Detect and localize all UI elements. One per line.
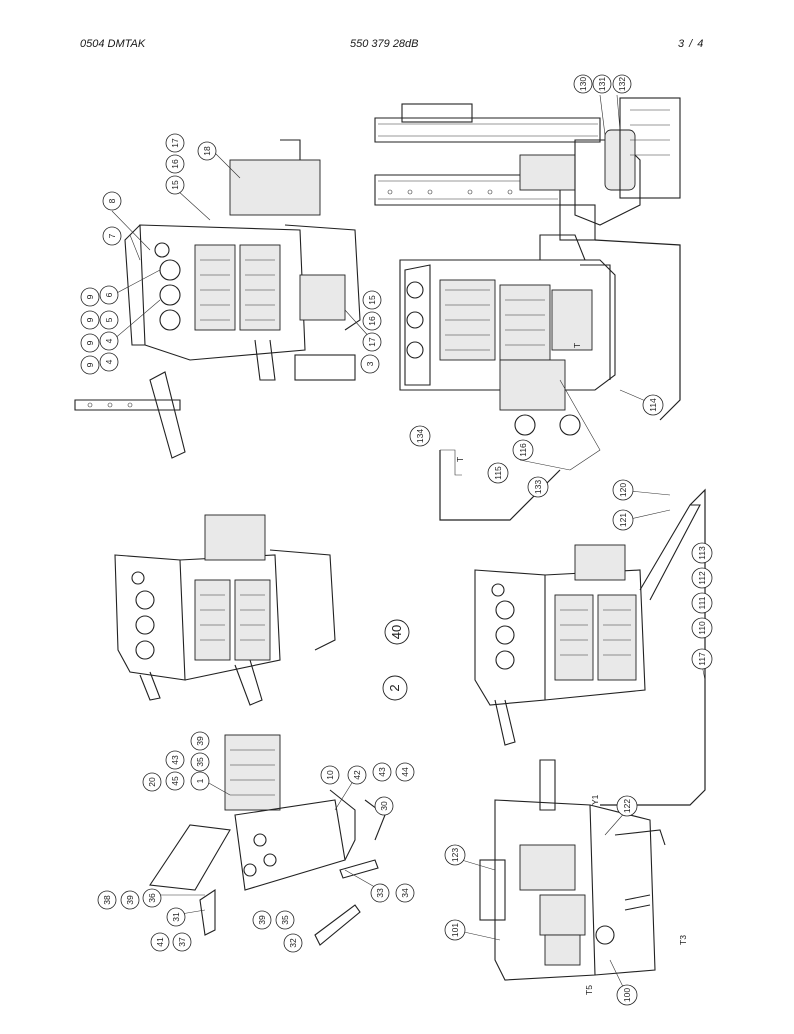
callout-5: 5: [104, 317, 114, 322]
callout-17: 17: [170, 138, 180, 148]
callout-45: 45: [170, 776, 180, 786]
callout-121: 121: [618, 513, 628, 527]
callout-10: 10: [325, 770, 335, 780]
callout-39b: 39: [125, 895, 135, 905]
callout-8: 8: [107, 198, 117, 203]
callout-9c: 9: [85, 340, 95, 345]
callout-39a: 39: [195, 736, 205, 746]
part-number: 550 379 28dB: [350, 38, 419, 50]
callout-35a: 35: [195, 757, 205, 767]
callout-37: 37: [177, 937, 187, 947]
callout-38: 38: [102, 895, 112, 905]
callout-1: 1: [195, 778, 205, 783]
callout-9d: 9: [85, 362, 95, 367]
callout-100: 100: [622, 988, 632, 1002]
valve-cabinet-middle-left: [114, 514, 336, 706]
callout-9b: 9: [85, 317, 95, 322]
callout-34: 34: [400, 888, 410, 898]
callout-133: 133: [533, 480, 543, 494]
page-number: 3 / 4: [678, 38, 705, 50]
label-t3: T3: [678, 935, 688, 945]
callout-9a: 9: [85, 294, 95, 299]
callout-32: 32: [288, 938, 298, 948]
exploded-frame-parts: [149, 734, 386, 946]
callout-3: 3: [365, 361, 375, 366]
part-callouts: 130 131 132 18 15 16 17 8 7 9 6 9 5 9 4 …: [80, 74, 713, 1006]
callout-33: 33: [375, 888, 385, 898]
callout-15b: 15: [367, 295, 377, 305]
callout-36: 36: [147, 893, 157, 903]
callout-123: 123: [450, 848, 460, 862]
callout-18: 18: [202, 146, 212, 156]
callout-130: 130: [578, 77, 588, 91]
callout-20: 20: [147, 777, 157, 787]
valve-cabinet-upper-left: [74, 139, 361, 459]
callout-117: 117: [697, 652, 707, 666]
callout-7: 7: [107, 233, 117, 238]
drawing-code: 0504 DMTAK: [80, 38, 146, 50]
rail-cylinder-unit: [374, 97, 681, 261]
callout-6: 6: [104, 292, 114, 297]
callout-2: 2: [387, 684, 402, 691]
valve-cabinet-middle-right: [474, 504, 701, 746]
callout-120: 120: [618, 483, 628, 497]
callout-43b: 43: [377, 767, 387, 777]
callout-113: 113: [697, 546, 707, 560]
callout-4b: 4: [104, 359, 114, 364]
callout-16: 16: [170, 159, 180, 169]
callout-131: 131: [597, 77, 607, 91]
callout-134: 134: [415, 429, 425, 443]
label-t-upper: T: [572, 343, 582, 348]
callout-40: 40: [389, 625, 404, 639]
callout-132: 132: [617, 77, 627, 91]
label-y1: Y1: [590, 794, 600, 805]
callout-35b: 35: [280, 915, 290, 925]
callout-42: 42: [352, 770, 362, 780]
callout-111: 111: [697, 596, 707, 609]
callout-122: 122: [622, 799, 632, 813]
callout-31: 31: [171, 912, 181, 922]
callout-16b: 16: [367, 316, 377, 326]
callout-4a: 4: [104, 338, 114, 343]
callout-44: 44: [400, 767, 410, 777]
valve-cabinet-upper-right: [399, 259, 616, 471]
callout-101: 101: [450, 923, 460, 937]
callout-41: 41: [155, 937, 165, 947]
callout-17b: 17: [367, 337, 377, 347]
label-t5: T5: [584, 985, 594, 995]
terminal-labels: Y1 T3 T5 T T: [455, 343, 688, 995]
callout-30: 30: [379, 801, 389, 811]
label-t-cable: T: [455, 457, 465, 462]
callout-112: 112: [697, 571, 707, 585]
valve-cabinet-lower-right: [479, 759, 666, 981]
callout-114: 114: [648, 398, 658, 412]
callout-116: 116: [518, 443, 528, 457]
callout-115: 115: [493, 466, 503, 480]
callout-15: 15: [170, 180, 180, 190]
callout-43a: 43: [170, 755, 180, 765]
callout-110: 110: [697, 621, 707, 635]
callout-39c: 39: [257, 915, 267, 925]
